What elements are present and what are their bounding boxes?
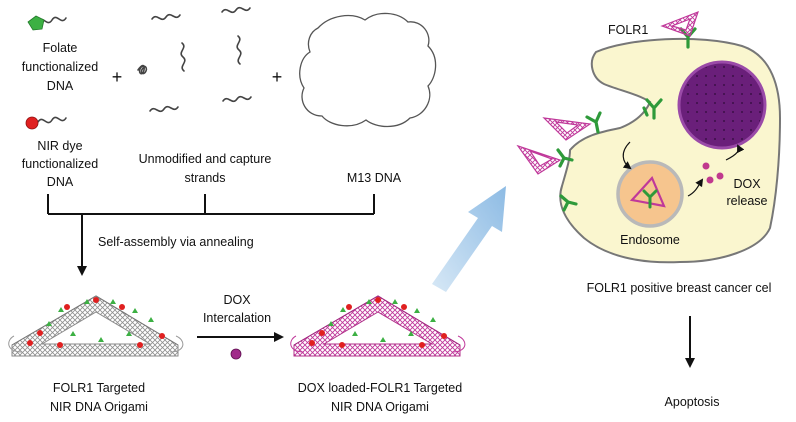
- capture-strands-group: Unmodified and capture strands: [137, 6, 272, 185]
- nir-dye-icons: [27, 297, 165, 348]
- folate-marker-icon: [27, 15, 67, 31]
- intracellular-arrows: [622, 141, 745, 197]
- m13-dna-group: M13 DNA: [299, 12, 437, 185]
- origami-loaded-label-line2: NIR DNA Origami: [331, 400, 429, 414]
- dox-loaded-origami-icon: [290, 295, 466, 357]
- m13-label: M13 DNA: [347, 171, 402, 185]
- m13-dna-loop: [299, 12, 437, 128]
- endosome-label: Endosome: [620, 233, 680, 247]
- dox-release-icons: [702, 162, 724, 184]
- intercalation-label-line1: DOX: [223, 293, 251, 307]
- folate-marker-icons: [46, 299, 154, 342]
- uptake-arrow: [432, 186, 506, 292]
- bound-origami-icons: [516, 10, 699, 175]
- plus-sign-2: +: [272, 67, 283, 87]
- cell-label: FOLR1 positive breast cancer cel: [587, 281, 772, 295]
- nucleus-icon: [677, 60, 767, 150]
- plus-sign-1: +: [112, 67, 123, 87]
- strands-label-line2: strands: [185, 171, 226, 185]
- assembly-label: Self-assembly via annealing: [98, 235, 254, 249]
- dox-release-label-line2: release: [727, 194, 768, 208]
- apoptosis-label: Apoptosis: [665, 395, 720, 409]
- folate-label-line1: Folate: [43, 41, 78, 55]
- folate-dna-group: Folate functionalized DNA: [22, 15, 98, 93]
- origami-loaded-label-line1: DOX loaded-FOLR1 Targeted: [298, 381, 462, 395]
- nir-dye-label-line2: functionalized: [22, 157, 98, 171]
- dox-release-label-line1: DOX: [733, 177, 761, 191]
- dna-origami-icon: [8, 295, 184, 357]
- assembly-bracket: Self-assembly via annealing: [47, 194, 375, 276]
- endosome-icon: [616, 160, 684, 228]
- nir-dye-label-line1: NIR dye: [37, 139, 82, 153]
- origami-targeted-label-line1: FOLR1 Targeted: [53, 381, 145, 395]
- folate-label-line3: DNA: [47, 79, 74, 93]
- cancer-cell: Endosome FOLR1 DOX release: [516, 10, 782, 264]
- folate-label-line2: functionalized: [22, 60, 98, 74]
- origami-targeted-label-line2: NIR DNA Origami: [50, 400, 148, 414]
- nir-dye-label-line3: DNA: [47, 175, 74, 189]
- nir-dye-icon: [25, 116, 67, 130]
- folr1-label: FOLR1: [608, 23, 648, 37]
- nir-dye-dna-group: NIR dye functionalized DNA: [22, 116, 98, 189]
- intercalation-label-line2: Intercalation: [203, 311, 271, 325]
- dox-molecule-icon: [230, 348, 242, 360]
- strands-label-line1: Unmodified and capture: [139, 152, 272, 166]
- intercalation-step: DOX Intercalation: [197, 293, 284, 360]
